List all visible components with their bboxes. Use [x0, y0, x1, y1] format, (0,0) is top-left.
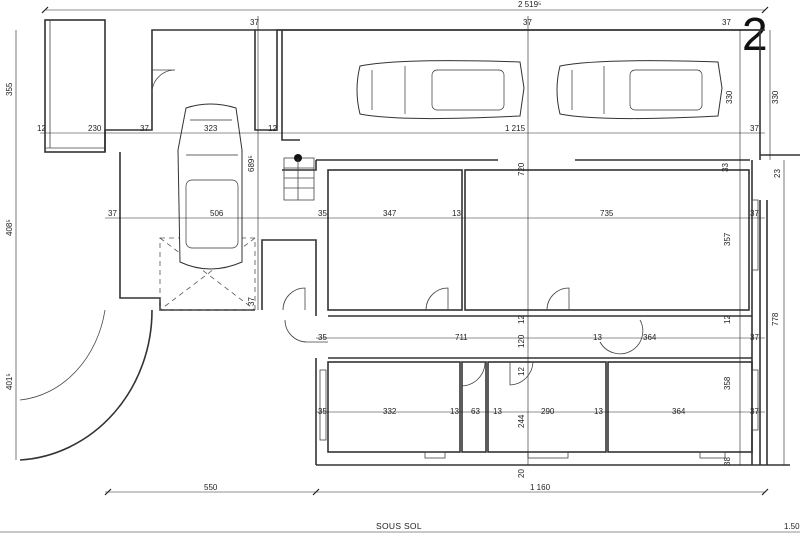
dim-1160: 1 160 — [530, 483, 551, 492]
dim-364: 364 — [643, 333, 657, 342]
dim-778: 778 — [771, 312, 780, 326]
dim-35: 35 — [318, 333, 327, 342]
dim-38: 38 — [723, 457, 732, 466]
car-horizontal-2 — [556, 60, 723, 120]
dim-35: 35 — [318, 407, 327, 416]
dim-364: 364 — [672, 407, 686, 416]
doors — [151, 69, 644, 387]
dim-23: 23 — [773, 169, 782, 178]
dim-358: 358 — [723, 376, 732, 390]
dim-506: 506 — [210, 209, 224, 218]
dim-290: 290 — [541, 407, 555, 416]
dim-347: 347 — [383, 209, 397, 218]
dim-13: 13 — [450, 407, 459, 416]
dim-12: 12 — [37, 124, 46, 133]
dim-37: 37 — [750, 333, 759, 342]
dim-735: 735 — [600, 209, 614, 218]
driveway-curve — [19, 309, 153, 461]
dim-37: 37 — [750, 124, 759, 133]
dim-37: 37 — [140, 124, 149, 133]
dim-120: 120 — [517, 334, 526, 348]
dim-63: 63 — [471, 407, 480, 416]
overall-dimension-top: 2 519⁵ — [41, 0, 769, 14]
stair — [283, 154, 315, 201]
dim-overall-top: 2 519⁵ — [518, 0, 541, 9]
dim-33: 33 — [721, 163, 730, 172]
dim-12: 12 — [517, 367, 526, 376]
dimension-labels: 37 37 37 355 12 230 37 323 12 1 215 37 3… — [5, 18, 782, 492]
dim-13: 13 — [594, 407, 603, 416]
dim-13: 13 — [593, 333, 602, 342]
sheet-number: 2 — [742, 8, 768, 60]
car-horizontal-1 — [356, 60, 525, 120]
dim-37: 37 — [250, 18, 259, 27]
dim-37: 37 — [750, 209, 759, 218]
dim-408: 408⁵ — [5, 219, 14, 236]
dim-355: 355 — [5, 82, 14, 96]
dim-37: 37 — [247, 297, 256, 306]
dim-550: 550 — [204, 483, 218, 492]
dim-244: 244 — [517, 414, 526, 428]
dim-12: 12 — [268, 124, 277, 133]
dim-357: 357 — [723, 232, 732, 246]
plan-title: SOUS SOL — [376, 521, 422, 531]
dimension-lines — [15, 16, 785, 496]
dim-12: 12 — [517, 315, 526, 324]
dim-230: 230 — [88, 124, 102, 133]
dim-13: 13 — [493, 407, 502, 416]
dim-711: 711 — [455, 333, 468, 342]
dim-401: 401⁵ — [5, 373, 14, 390]
dim-330: 330 — [725, 90, 734, 104]
dim-332: 332 — [383, 407, 397, 416]
dim-12: 12 — [723, 315, 732, 324]
dim-330: 330 — [771, 90, 780, 104]
dim-323: 323 — [204, 124, 218, 133]
dim-37: 37 — [722, 18, 731, 27]
dim-20: 20 — [517, 469, 526, 478]
dim-13: 13 — [452, 209, 461, 218]
dim-720: 720 — [517, 162, 526, 176]
dim-35: 35 — [318, 209, 327, 218]
dim-37: 37 — [750, 407, 759, 416]
car-vertical — [177, 103, 243, 270]
dim-689: 689⁵ — [247, 155, 256, 172]
dim-37: 37 — [523, 18, 532, 27]
dim-1215: 1 215 — [505, 124, 526, 133]
dim-37: 37 — [108, 209, 117, 218]
scale-note: 1.50 — [784, 522, 800, 531]
